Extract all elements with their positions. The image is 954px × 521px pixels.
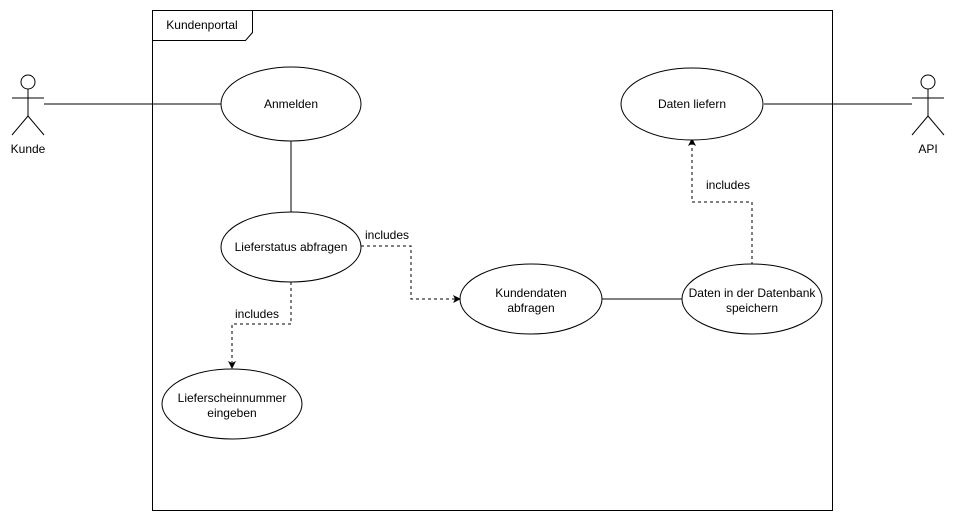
actor-kunde: [11, 74, 45, 136]
system-boundary: Kundenportal: [152, 10, 833, 511]
include-label-lieferscheinnummer: includes: [235, 307, 279, 321]
use-case-lieferscheinnummer: Lieferscheinnummer eingeben: [161, 368, 303, 440]
use-case-datenbank-label-line2: speichern: [726, 301, 778, 315]
system-label: Kundenportal: [166, 18, 237, 32]
use-case-lieferscheinnummer-label-line2: eingeben: [207, 406, 256, 420]
system-label-tab: [152, 10, 253, 41]
use-case-lieferscheinnummer-label-line1: Lieferscheinnummer: [178, 391, 287, 405]
use-case-daten-liefern: Daten liefern: [620, 67, 764, 141]
include-arrow-lieferscheinnummer: [228, 282, 292, 369]
actor-api-label: API: [918, 142, 937, 156]
include-arrow-kundendaten: [361, 245, 461, 303]
use-case-lieferstatus: Lieferstatus abfragen: [220, 211, 362, 283]
actor-api-head: [920, 74, 936, 90]
include-label-kundendaten: includes: [365, 228, 409, 242]
include-label-daten-liefern: includes: [706, 178, 750, 192]
use-case-daten-liefern-label: Daten liefern: [658, 97, 726, 111]
use-case-anmelden-label: Anmelden: [264, 97, 318, 111]
use-case-kundendaten-label-line2: abfragen: [507, 301, 554, 315]
use-case-datenbank-label-line1: Daten in der Datenbank: [689, 286, 817, 300]
use-case-anmelden: Anmelden: [220, 66, 362, 142]
actor-kunde-head: [20, 74, 36, 90]
actor-kunde-label: Kunde: [11, 142, 46, 156]
use-case-kundendaten-label-line1: Kundendaten: [495, 286, 566, 300]
use-case-kundendaten: Kundendaten abfragen: [459, 263, 603, 335]
use-case-datenbank: Daten in der Datenbank speichern: [681, 263, 823, 335]
use-case-lieferstatus-label: Lieferstatus abfragen: [235, 240, 348, 254]
actor-api: [911, 74, 945, 136]
include-arrow-daten-liefern: [688, 138, 753, 265]
